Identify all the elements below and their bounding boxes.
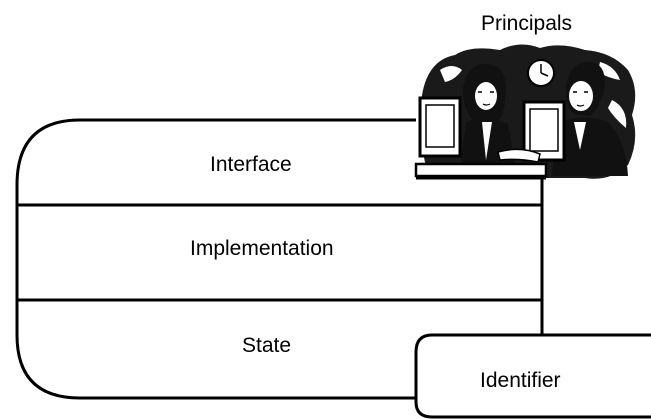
identifier-box [414, 333, 651, 419]
state-layer-label: State [242, 334, 292, 357]
principals-label: Principals [481, 12, 573, 35]
implementation-layer-label: Implementation [190, 237, 334, 260]
object-box-outline [15, 118, 416, 400]
identifier-label: Identifier [480, 369, 561, 392]
interface-layer-label: Interface [210, 153, 292, 176]
people-at-computer-clipart-icon [414, 44, 636, 180]
